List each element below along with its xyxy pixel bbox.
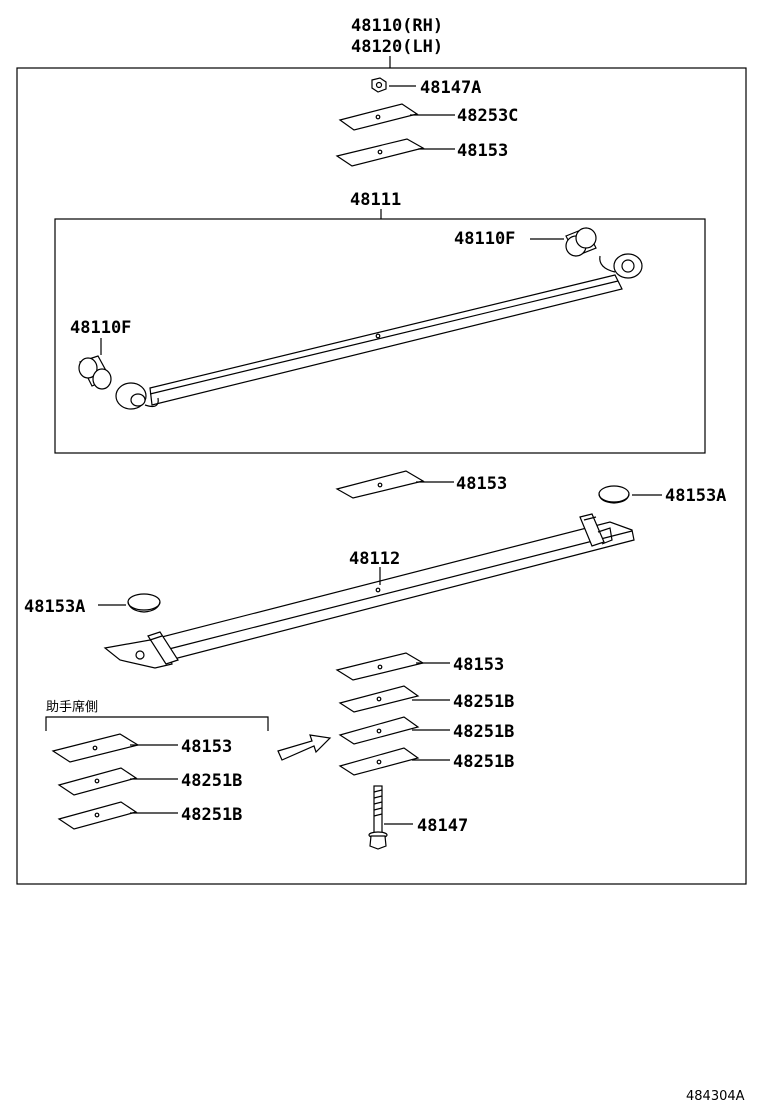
plate-mid-label: 48153 <box>456 474 507 494</box>
cap-left-part <box>127 593 161 613</box>
plate-low-1-label: 48153 <box>453 655 504 675</box>
assembly-rh-label: 48110(RH) <box>351 16 443 36</box>
nut-top-label: 48147A <box>420 78 481 98</box>
passenger-plate-1-label: 48153 <box>181 737 232 757</box>
direction-arrow-icon <box>277 734 332 761</box>
passenger-plate-2-part <box>57 767 138 796</box>
plate-mid-part <box>335 470 425 499</box>
plate-low-1-part <box>335 652 425 681</box>
passenger-plate-2-label: 48251B <box>181 771 242 791</box>
main-leaf-frame <box>54 218 706 454</box>
passenger-plate-1-part <box>51 733 140 763</box>
plate-low-3-part <box>338 716 420 745</box>
cap-right-part <box>598 485 630 504</box>
cap-left-label: 48153A <box>24 597 85 617</box>
plate-top-label: 48153 <box>457 141 508 161</box>
bushing-left-label: 48110F <box>70 318 131 338</box>
passenger-plate-3-part <box>57 801 138 830</box>
second-leaf-spring <box>103 513 635 669</box>
cap-right-label: 48153A <box>665 486 726 506</box>
plate-top-c-label: 48253C <box>457 106 518 126</box>
assembly-lh-label: 48120(LH) <box>351 37 443 57</box>
bolt-label: 48147 <box>417 816 468 836</box>
plate-low-4-label: 48251B <box>453 752 514 772</box>
nut-part <box>371 77 387 93</box>
plate-low-3-label: 48251B <box>453 722 514 742</box>
second-leaf-label: 48112 <box>349 549 400 569</box>
bolt-part <box>368 785 388 850</box>
bushing-right-label: 48110F <box>454 229 515 249</box>
plate-low-2-label: 48251B <box>453 692 514 712</box>
passenger-side-bracket <box>45 716 269 731</box>
bushing-left-part <box>78 355 112 390</box>
passenger-plate-3-label: 48251B <box>181 805 242 825</box>
plate-low-2-part <box>338 685 420 713</box>
figure-id: 484304A <box>686 1089 745 1104</box>
outer-frame <box>16 67 747 885</box>
plate-top-c-part <box>338 103 419 131</box>
plate-low-4-part <box>338 747 420 776</box>
plate-top-part <box>335 138 425 167</box>
passenger-side-note: 助手席側 <box>46 699 98 715</box>
main-leaf-label: 48111 <box>350 190 401 210</box>
main-leaf-spring <box>115 253 643 410</box>
bushing-right-part <box>565 227 597 257</box>
